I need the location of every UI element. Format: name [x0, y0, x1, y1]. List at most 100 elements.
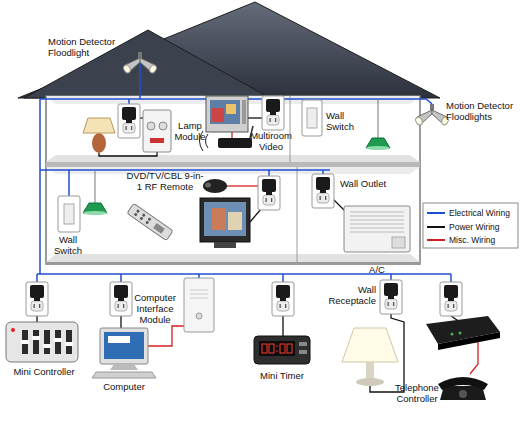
wall-outlet-ac [316, 177, 330, 193]
air-conditioner [350, 220, 404, 221]
computer [110, 364, 138, 370]
device-label: Telephone Controller [392, 382, 442, 404]
air-conditioner [350, 212, 404, 213]
ir-device [203, 179, 227, 193]
power-wiring [248, 117, 262, 118]
house [290, 96, 291, 162]
device-label: Motion Detector Floodlights [446, 100, 518, 122]
rf-remote [153, 223, 165, 234]
video-sender [200, 126, 254, 151]
electrical-wiring [198, 274, 200, 278]
air-conditioner [350, 228, 404, 229]
device-label: Wall Switch [326, 110, 362, 132]
rf-remote [136, 209, 140, 213]
device-label: Mini Timer [252, 370, 312, 381]
wall-switch-lower [58, 196, 80, 232]
device-label: Mini Controller [4, 366, 84, 377]
telephone [459, 390, 467, 398]
device-label: A/C [362, 264, 392, 275]
pendant-lamp-upper [366, 99, 390, 150]
mini-controller [54, 338, 62, 342]
computer [104, 332, 144, 359]
mini-controller [32, 336, 40, 340]
electrical-wiring [36, 274, 38, 282]
electrical-wiring [120, 274, 122, 282]
house [297, 167, 298, 262]
wall-outlet-lower [262, 179, 276, 195]
wall-outlet-upper-left [122, 107, 136, 123]
mini-timer [287, 344, 292, 353]
rf-remote [127, 203, 173, 240]
device-label: Computer [94, 381, 154, 392]
rf-remote [145, 220, 149, 224]
misc-wiring [470, 342, 478, 374]
outlet-telephone [440, 282, 462, 316]
pendant-lamp-lower [83, 170, 107, 215]
house [24, 30, 270, 98]
tv-lower [212, 208, 226, 230]
floodlight-top-left [122, 52, 157, 74]
outlet-mini-timer [272, 282, 294, 316]
wall-outlet-ac [312, 174, 334, 208]
mini-controller [6, 322, 78, 362]
outlet-mini-controller [26, 282, 48, 316]
electrical-wiring [268, 170, 270, 176]
mini-controller [6, 322, 78, 362]
ir-device [203, 179, 227, 193]
outlet-mini-timer [272, 282, 294, 316]
computer [92, 328, 156, 378]
legend-entry: Power Wiring [427, 221, 500, 233]
device-label: Wall Outlet [340, 178, 406, 189]
tv-upper [206, 96, 248, 132]
mini-controller [65, 342, 73, 346]
mini-timer [276, 345, 278, 347]
air-conditioner [350, 216, 404, 217]
outlet-telephone [444, 285, 458, 301]
wall-switch-upper [307, 108, 317, 128]
floor-lamp [342, 328, 398, 386]
wall-switch-lower [64, 204, 74, 224]
wall-outlet-upper-left [118, 104, 140, 138]
electrical-wiring [322, 170, 324, 174]
power-wiring [99, 152, 157, 156]
outlet-computer [110, 282, 132, 316]
house [46, 254, 420, 262]
floor-lamp [366, 362, 374, 380]
electrical-wiring [282, 274, 284, 282]
legend-swatch [427, 239, 445, 241]
mini-timer [280, 344, 285, 353]
rf-remote [127, 203, 173, 240]
tv-lower [228, 212, 242, 230]
misc-wiring [226, 185, 258, 186]
pendant-lamp-upper [366, 138, 390, 150]
device-label: Lamp Module [172, 120, 208, 142]
outlet-mini-controller [26, 282, 48, 316]
outlet-mini-timer [276, 285, 290, 301]
wall-switch-lower [58, 196, 80, 232]
electrical-wiring [450, 274, 452, 282]
video-sender [206, 134, 209, 148]
tv-upper [242, 100, 246, 124]
electrical-wiring [128, 99, 130, 104]
device-label: Wall Switch [50, 234, 86, 256]
legend-text: Power Wiring [449, 222, 500, 232]
mini-controller [55, 330, 61, 354]
lamp-module [147, 122, 155, 130]
table-lamp [83, 118, 115, 153]
house [46, 262, 420, 265]
legend-box [423, 203, 518, 248]
outlet-computer [114, 285, 128, 301]
ir-device [205, 183, 211, 188]
device-label: Computer Interface Module [128, 292, 182, 325]
house [18, 2, 440, 265]
wall-outlet-lower [258, 176, 280, 210]
telephone-controller [459, 332, 462, 335]
electrical-wiring [139, 60, 141, 99]
floor-lamp [342, 328, 398, 362]
telephone [438, 377, 488, 400]
telephone [438, 377, 488, 390]
device-label: DVD/TV/CBL 9-in-1 RF Remote [125, 170, 205, 192]
house [18, 2, 440, 98]
air-conditioner [344, 206, 410, 252]
wall-switch-upper [302, 100, 322, 136]
